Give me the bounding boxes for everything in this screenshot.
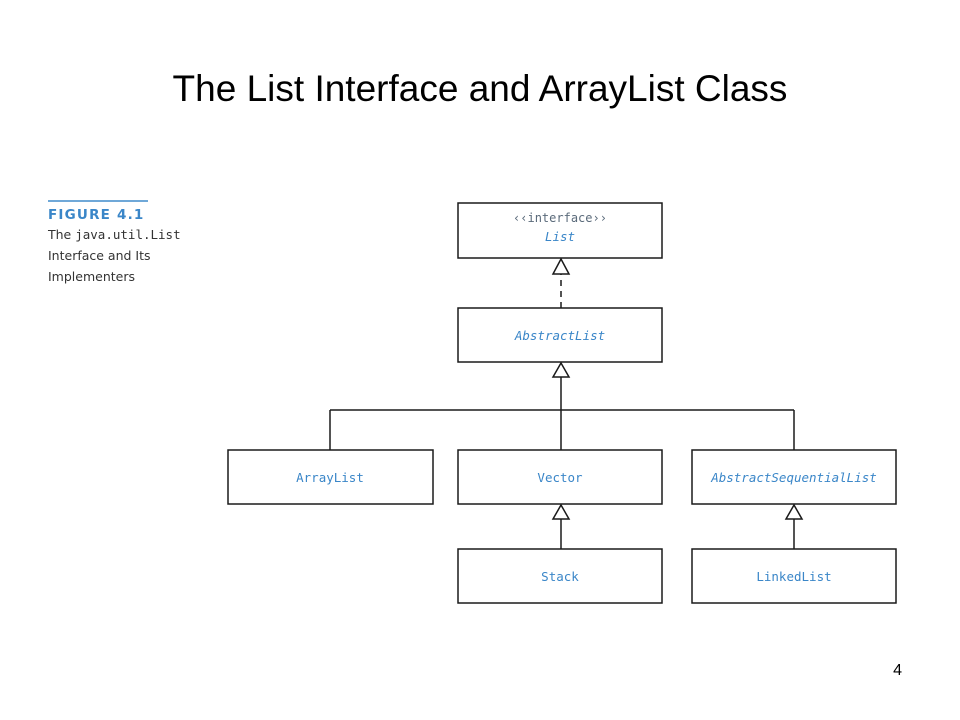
caption-code: java.util.List bbox=[75, 227, 181, 242]
linkedlist-asl-arrow bbox=[784, 503, 804, 549]
figure-caption: FIGURE 4.1 The java.util.List Interface … bbox=[48, 200, 218, 287]
list-name: List bbox=[545, 229, 575, 244]
generalization-arrowhead bbox=[551, 361, 571, 378]
caption-prefix: The bbox=[48, 227, 76, 242]
stack-box bbox=[457, 548, 663, 604]
stack-name: Stack bbox=[541, 569, 579, 584]
abstract-sequential-list-name: AbstractSequentialList bbox=[710, 470, 877, 485]
realization-arrow bbox=[551, 257, 571, 308]
list-stereotype: ‹‹interface›› bbox=[513, 211, 607, 225]
page-number: 4 bbox=[893, 662, 902, 679]
array-list-name: ArrayList bbox=[296, 470, 364, 485]
abstract-list-name: AbstractList bbox=[514, 328, 605, 343]
figure-label: FIGURE 4.1 bbox=[48, 207, 145, 223]
caption-line-1: The java.util.List bbox=[48, 224, 218, 245]
slide-title: The List Interface and ArrayList Class bbox=[172, 68, 788, 109]
caption-rule bbox=[48, 200, 148, 202]
vector-name: Vector bbox=[537, 470, 583, 485]
caption-line-3: Implementers bbox=[48, 269, 135, 284]
caption-line-2: Interface and Its bbox=[48, 248, 151, 263]
stack-vector-arrow bbox=[551, 503, 571, 549]
caption-text: The java.util.List Interface and Its Imp… bbox=[48, 224, 218, 287]
linked-list-name: LinkedList bbox=[756, 569, 831, 584]
generalization-tree bbox=[329, 377, 795, 450]
vector-box bbox=[457, 449, 663, 505]
abstract-list-box bbox=[457, 307, 663, 363]
list-interface-box bbox=[457, 202, 663, 259]
